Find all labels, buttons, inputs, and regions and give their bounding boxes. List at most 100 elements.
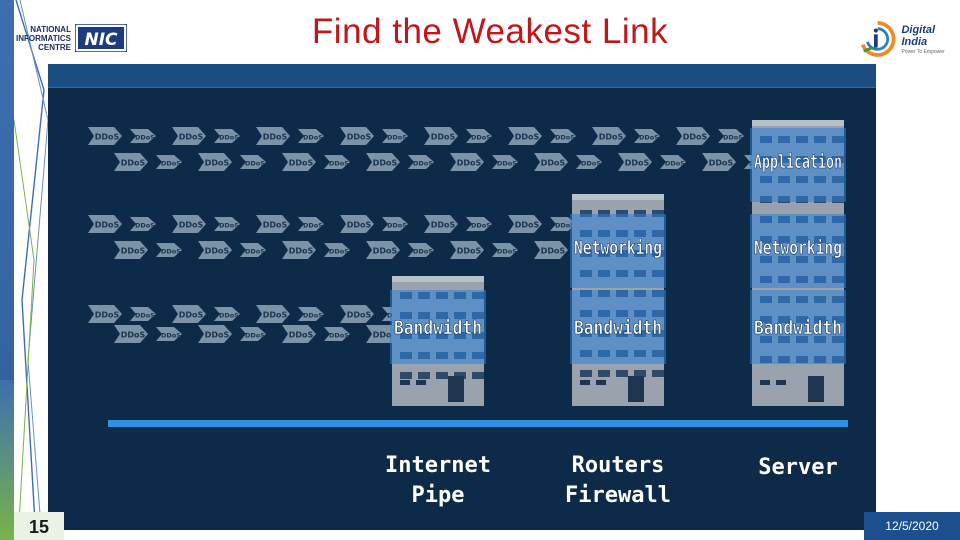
ddos-label: DDoS: [219, 134, 239, 142]
ddos-attack-arrow: DDoS: [214, 307, 240, 321]
slide-title: Find the Weakest Link: [311, 12, 669, 51]
ddos-attack-arrow: DDoS: [156, 327, 182, 341]
ddos-label: DDoS: [599, 133, 624, 142]
ddos-label: DDoS: [329, 248, 349, 256]
ddos-attack-arrow: DDoS: [324, 243, 350, 257]
ddos-attack-arrow: DDoS: [156, 243, 182, 257]
ddos-attack-arrow: DDoS: [340, 127, 374, 145]
ddos-label: DDoS: [515, 221, 540, 230]
ddos-attack-arrow: DDoS: [298, 129, 324, 143]
ddos-attack-arrow: DDoS: [492, 243, 518, 257]
ddos-attack-arrow: DDoS: [298, 217, 324, 231]
ddos-attack-arrow: DDoS: [592, 127, 626, 145]
ddos-label: DDoS: [329, 160, 349, 168]
ddos-label: DDoS: [515, 133, 540, 142]
ddos-attack-arrow: DDoS: [130, 307, 156, 321]
layer-highlight-bandwidth: [390, 290, 486, 364]
caption-server: Server: [758, 455, 837, 480]
ddos-attack-arrow: DDoS: [256, 215, 290, 233]
layer-label-bandwidth: Bandwidth: [394, 317, 482, 339]
page-number: 15: [14, 512, 64, 540]
ddos-attack-arrow: DDoS: [88, 305, 122, 323]
ddos-label: DDoS: [497, 160, 517, 168]
caption-internet-pipe: Pipe: [412, 483, 465, 508]
ddos-label: DDoS: [161, 160, 181, 168]
caption-routers-firewall: Routers: [572, 453, 665, 478]
ddos-label: DDoS: [471, 222, 491, 230]
ddos-label: DDoS: [457, 159, 482, 168]
ddos-label: DDoS: [497, 248, 517, 256]
ddos-attack-arrow: DDoS: [466, 129, 492, 143]
ddos-attack-arrow: DDoS: [298, 307, 324, 321]
ddos-attack-arrow: DDoS: [366, 241, 400, 259]
layer-label-bandwidth: Bandwidth: [754, 317, 842, 339]
ddos-label: DDoS: [135, 134, 155, 142]
ddos-label: DDoS: [95, 133, 120, 142]
ddos-attack-arrow: DDoS: [88, 127, 122, 145]
ddos-attack-arrow: DDoS: [676, 127, 710, 145]
ddos-label: DDoS: [121, 159, 146, 168]
left-accent-gradient: [0, 380, 14, 540]
layer-highlight-networking: [570, 214, 666, 288]
ddos-attack-arrow: DDoS: [508, 127, 542, 145]
ddos-label: DDoS: [373, 247, 398, 256]
ddos-label: DDoS: [303, 222, 323, 230]
ddos-attack-arrow: DDoS: [424, 215, 458, 233]
nic-logo-text: NATIONAL INFORMATICS CENTRE: [16, 24, 71, 52]
ddos-attack-arrow: DDoS: [214, 217, 240, 231]
digital-india-brand: Digital India: [901, 23, 936, 48]
ddos-label: DDoS: [289, 159, 314, 168]
layer-highlight-application: [750, 128, 846, 202]
ddos-attack-arrow: DDoS: [718, 129, 744, 143]
ddos-attack-arrow: DDoS: [576, 155, 602, 169]
ddos-label: DDoS: [431, 133, 456, 142]
ddos-label: DDoS: [179, 133, 204, 142]
ddos-label: DDoS: [121, 247, 146, 256]
ddos-attack-arrow: DDoS: [492, 155, 518, 169]
ddos-attack-arrow: DDoS: [366, 153, 400, 171]
ddos-label: DDoS: [219, 312, 239, 320]
ddos-label: DDoS: [347, 221, 372, 230]
ddos-attack-arrow: DDoS: [172, 127, 206, 145]
ddos-label: DDoS: [555, 222, 575, 230]
ddos-label: DDoS: [431, 221, 456, 230]
ddos-attack-arrow: DDoS: [408, 155, 434, 169]
ddos-attack-arrow: DDoS: [382, 129, 408, 143]
ddos-attack-arrow: DDoS: [450, 153, 484, 171]
ddos-attack-arrow: DDoS: [340, 215, 374, 233]
ddos-label: DDoS: [347, 133, 372, 142]
ddos-attack-arrow: DDoS: [256, 305, 290, 323]
ddos-attack-arrow: DDoS: [256, 127, 290, 145]
ddos-label: DDoS: [639, 134, 659, 142]
ddos-attack-arrow: DDoS: [130, 129, 156, 143]
ddos-label: DDoS: [245, 248, 265, 256]
ddos-attack-arrow: DDoS: [340, 305, 374, 323]
ddos-attack-arrow: DDoS: [282, 241, 316, 259]
ddos-label: DDoS: [205, 159, 230, 168]
ddos-label: DDoS: [457, 247, 482, 256]
ddos-label: DDoS: [373, 159, 398, 168]
ddos-attack-arrow: DDoS: [114, 325, 148, 343]
ddos-label: DDoS: [541, 159, 566, 168]
ddos-attack-arrow: DDoS: [534, 241, 568, 259]
ddos-attack-arrow: DDoS: [114, 153, 148, 171]
ddos-label: DDoS: [347, 311, 372, 320]
ddos-attack-arrow: DDoS: [282, 325, 316, 343]
ddos-attack-arrow: DDoS: [450, 241, 484, 259]
nic-logo: NATIONAL INFORMATICS CENTRE NIC: [16, 24, 127, 52]
ddos-attack-arrow: DDoS: [550, 217, 576, 231]
ddos-label: DDoS: [709, 159, 734, 168]
ddos-label: DDoS: [289, 331, 314, 340]
caption-routers-firewall: Firewall: [565, 483, 671, 508]
ddos-attack-arrow: DDoS: [508, 215, 542, 233]
ddos-attack-arrow: DDoS: [324, 327, 350, 341]
ddos-attack-arrow: DDoS: [324, 155, 350, 169]
ddos-label: DDoS: [303, 312, 323, 320]
ddos-label: DDoS: [161, 248, 181, 256]
ddos-label: DDoS: [205, 331, 230, 340]
ddos-attack-arrow: DDoS: [114, 241, 148, 259]
ddos-attack-arrow: DDoS: [88, 215, 122, 233]
building-internet-pipe: Bandwidth: [390, 276, 486, 406]
ddos-attack-arrow: DDoS: [534, 153, 568, 171]
